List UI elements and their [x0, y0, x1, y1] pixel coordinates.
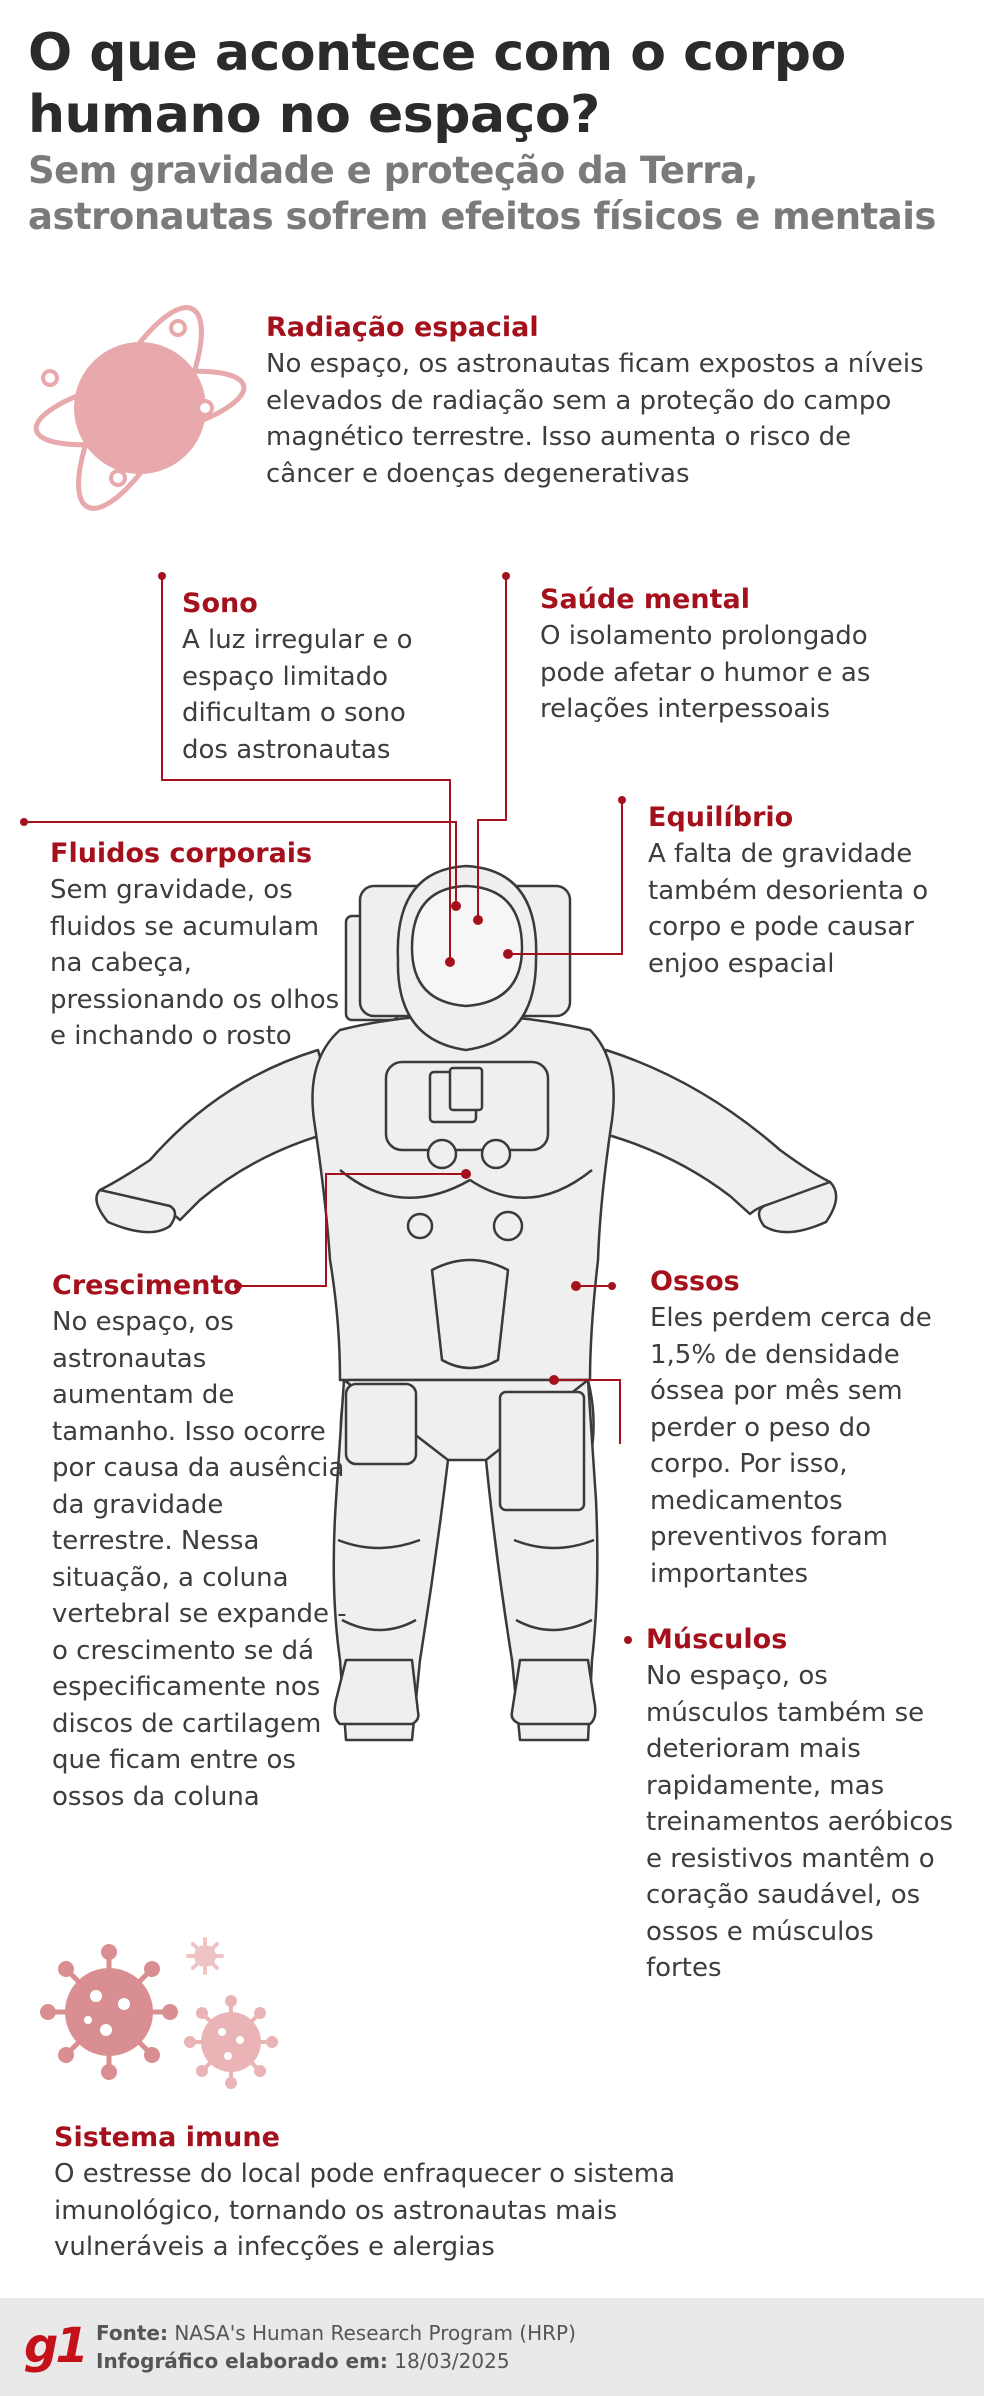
leader-dots	[20, 572, 632, 1644]
virus-icon	[186, 1937, 224, 1975]
footer-source-value: NASA's Human Research Program (HRP)	[174, 2321, 576, 2345]
section-title: Ossos	[650, 1266, 740, 1297]
section-ossos: Ossos Eles perdem cerca de 1,5% de densi…	[650, 1264, 950, 1592]
section-title: Equilíbrio	[648, 802, 794, 833]
g1-logo: g1	[24, 2318, 89, 2374]
section-body: No espaço, os músculos também se deterio…	[646, 1661, 954, 1983]
section-body: O estresse do local pode enfraquecer o s…	[54, 2159, 676, 2262]
section-fluidos: Fluidos corporais Sem gravidade, os flui…	[50, 836, 340, 1055]
section-title: Crescimento	[52, 1270, 242, 1301]
section-body: No espaço, os astronautas aumentam de ta…	[52, 1307, 347, 1812]
page-subtitle: Sem gravidade e proteção da Terra, astro…	[28, 149, 936, 238]
footer: g1 Fonte: NASA's Human Research Program …	[0, 2298, 984, 2396]
section-title: Fluidos corporais	[50, 838, 313, 869]
footer-source: Fonte: NASA's Human Research Program (HR…	[96, 2320, 576, 2346]
section-title: Músculos	[646, 1624, 788, 1655]
section-title: Sistema imune	[54, 2122, 280, 2153]
section-radiacao: Radiação espacial No espaço, os astronau…	[266, 310, 926, 492]
section-title: Sono	[182, 588, 258, 619]
section-crescimento: Crescimento No espaço, os astronautas au…	[52, 1268, 352, 1815]
section-equilibrio: Equilíbrio A falta de gravidade também d…	[648, 800, 948, 982]
virus-icon	[40, 1944, 178, 2080]
astronaut-illustration	[95, 864, 838, 1742]
section-musculos: Músculos No espaço, os músculos também s…	[646, 1622, 956, 1987]
section-sono: Sono A luz irregular e o espaço limitado…	[182, 586, 452, 768]
section-body: A luz irregular e o espaço limitado difi…	[182, 625, 413, 765]
footer-date: Infográfico elaborado em: 18/03/2025	[96, 2348, 510, 2374]
section-saude-mental: Saúde mental O isolamento prolongado pod…	[540, 582, 880, 728]
section-body: Eles perdem cerca de 1,5% de densidade ó…	[650, 1303, 932, 1589]
section-sistema-imune: Sistema imune O estresse do local pode e…	[54, 2120, 734, 2266]
footer-date-value: 18/03/2025	[394, 2349, 510, 2373]
section-title: Radiação espacial	[266, 312, 539, 343]
leader-lines	[24, 574, 623, 1444]
footer-date-label: Infográfico elaborado em:	[96, 2349, 388, 2373]
section-title: Saúde mental	[540, 584, 750, 615]
planet-icon	[33, 305, 247, 511]
page-title: O que acontece com o corpo humano no esp…	[28, 23, 846, 145]
section-body: O isolamento prolongado pode afetar o hu…	[540, 621, 871, 724]
section-body: No espaço, os astronautas ficam expostos…	[266, 349, 924, 489]
section-body: Sem gravidade, os fluidos se acumulam na…	[50, 875, 340, 1051]
section-body: A falta de gravidade também desorienta o…	[648, 839, 929, 979]
footer-source-label: Fonte:	[96, 2321, 168, 2345]
virus-icon	[184, 1995, 278, 2089]
